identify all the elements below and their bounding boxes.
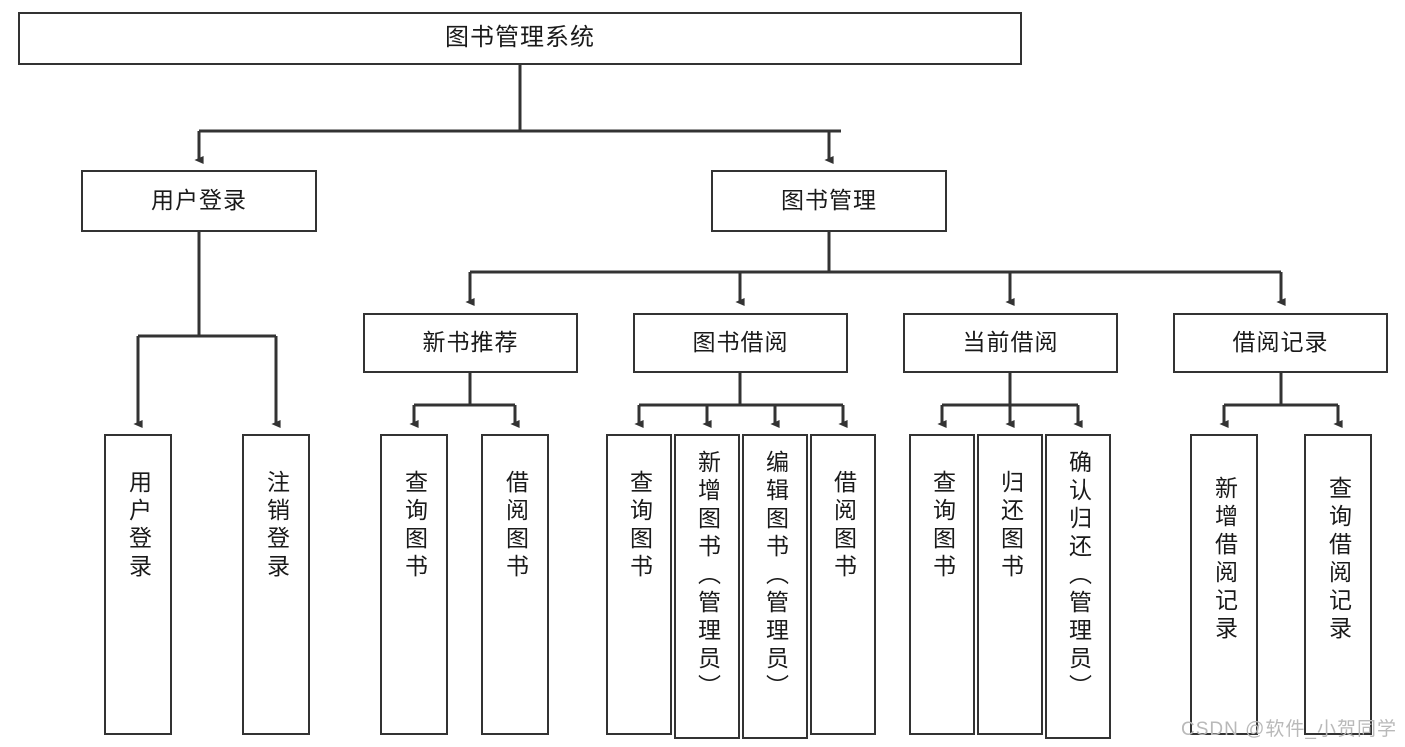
node-new-book-recommend[interactable]: 新书推荐 (363, 313, 578, 373)
leaf-current-borrow-return-book[interactable]: 归还图书 (977, 434, 1043, 735)
node-label: 新增借阅记录 (1211, 476, 1238, 644)
node-label: 归还图书 (997, 470, 1024, 582)
node-label: 新增图书（管理员） (694, 450, 721, 702)
node-root-system[interactable]: 图书管理系统 (18, 12, 1022, 65)
node-label: 注销登录 (263, 470, 290, 582)
node-label: 编辑图书（管理员） (762, 450, 789, 702)
csdn-watermark: CSDN @软件_小贺同学 (1181, 719, 1397, 740)
node-label: 借阅图书 (502, 470, 529, 582)
node-label: 查询借阅记录 (1325, 476, 1352, 644)
leaf-user-login-logout[interactable]: 注销登录 (242, 434, 310, 735)
node-label: 借阅记录 (1232, 329, 1329, 356)
node-label: 新书推荐 (422, 329, 519, 356)
node-book-management[interactable]: 图书管理 (711, 170, 947, 232)
leaf-book-borrow-add-book[interactable]: 新增图书（管理员） (674, 434, 740, 739)
node-label: 当前借阅 (962, 329, 1059, 356)
leaf-current-borrow-confirm-return[interactable]: 确认归还（管理员） (1045, 434, 1111, 739)
node-book-borrow[interactable]: 图书借阅 (633, 313, 848, 373)
leaf-book-borrow-edit-book[interactable]: 编辑图书（管理员） (742, 434, 808, 739)
leaf-book-borrow-borrow-book[interactable]: 借阅图书 (810, 434, 876, 735)
node-borrow-record[interactable]: 借阅记录 (1173, 313, 1388, 373)
node-label: 用户登录 (151, 187, 247, 214)
node-label: 图书借阅 (692, 329, 789, 356)
leaf-borrow-record-add-record[interactable]: 新增借阅记录 (1190, 434, 1258, 735)
node-label: 用户登录 (125, 470, 152, 582)
leaf-new-book-borrow-book[interactable]: 借阅图书 (481, 434, 549, 735)
node-label: 确认归还（管理员） (1065, 450, 1092, 702)
node-label: 查询图书 (929, 470, 956, 582)
node-label: 图书管理系统 (445, 24, 595, 52)
leaf-book-borrow-query-book[interactable]: 查询图书 (606, 434, 672, 735)
leaf-borrow-record-query-record[interactable]: 查询借阅记录 (1304, 434, 1372, 735)
node-label: 借阅图书 (830, 470, 857, 582)
node-current-borrow[interactable]: 当前借阅 (903, 313, 1118, 373)
leaf-current-borrow-query-book[interactable]: 查询图书 (909, 434, 975, 735)
node-label: 查询图书 (626, 470, 653, 582)
leaf-new-book-query-book[interactable]: 查询图书 (380, 434, 448, 735)
node-label: 查询图书 (401, 470, 428, 582)
node-label: 图书管理 (781, 187, 877, 214)
node-user-login[interactable]: 用户登录 (81, 170, 317, 232)
leaf-user-login-login[interactable]: 用户登录 (104, 434, 172, 735)
